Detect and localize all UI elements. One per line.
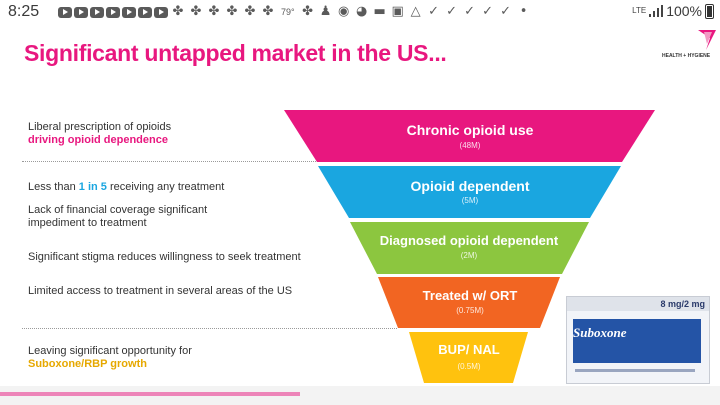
clock: 8:25 [8, 3, 40, 20]
funnel-tier-treated-ort [378, 277, 560, 328]
youtube-icon [90, 6, 104, 18]
box-footer-line [575, 369, 695, 372]
point-text: receiving any treatment [106, 181, 225, 193]
funnel-value: (5M) [461, 196, 479, 205]
youtube-icon [138, 6, 152, 18]
battery-percent: 100% [666, 3, 702, 19]
status-bar: 8:25 ✤ ✤ ✤ ✤ ✤ ✤ 79° ✤ ♟ ◉ ◕ ▬ ▣ △ ✓ ✓ ✓… [0, 0, 720, 26]
pinwheel-icon: ✤ [172, 4, 184, 19]
point-highlight: driving opioid dependence [28, 134, 168, 146]
system-indicators: LTE 100% [632, 3, 714, 19]
point-limited-access: Limited access to treatment in several a… [28, 285, 292, 298]
divider [22, 161, 362, 162]
suboxone-product-box: 8 mg/2 mg Suboxone [566, 296, 710, 384]
slide: Significant untapped market in the US...… [0, 26, 720, 405]
box-dose: 8 mg/2 mg [660, 299, 705, 309]
pinwheel-icon: ✤ [208, 4, 220, 19]
divider [22, 328, 397, 329]
funnel-label: Diagnosed opioid dependent [379, 233, 559, 248]
funnel-value: (0.5M) [457, 362, 481, 371]
point-text: Less than [28, 181, 79, 193]
check-icon: ✓ [428, 4, 440, 19]
signal-icon [649, 5, 664, 17]
point-treatment-rate: Less than 1 in 5 receiving any treatment [28, 181, 224, 194]
pinwheel-icon: ✤ [226, 4, 238, 19]
point-stigma: Significant stigma reduces willingness t… [28, 251, 301, 264]
youtube-icon [58, 6, 72, 18]
funnel-label: Opioid dependent [410, 178, 530, 194]
funnel-tier-chronic-use [284, 110, 655, 162]
point-financial-coverage: Lack of financial coverage significant i… [28, 204, 207, 230]
check-icon: ✓ [464, 4, 476, 19]
logo-swoosh-light-icon [704, 32, 712, 44]
lte-indicator: LTE [632, 6, 647, 15]
funnel-value: (2M) [460, 251, 478, 260]
funnel-label: Chronic opioid use [406, 122, 534, 138]
youtube-icon [122, 6, 136, 18]
funnel-label: BUP/ NAL [438, 342, 500, 357]
drive-icon: △ [410, 4, 421, 19]
box-brand: Suboxone [573, 325, 627, 340]
funnel-tier-diagnosed [350, 222, 589, 274]
image-icon: ▣ [391, 4, 404, 19]
check-icon: ✓ [446, 4, 458, 19]
point-text: Limited access to treatment in several a… [28, 285, 293, 297]
point-text: Liberal prescription of opioids [28, 121, 172, 133]
point-text: Lack of financial coverage significant [28, 204, 208, 216]
pinwheel-icon: ✤ [244, 4, 256, 19]
check-icon: ✓ [500, 4, 512, 19]
pinwheel-icon: ✤ [190, 4, 202, 19]
slide-footer-band [0, 386, 720, 405]
point-highlight: 1 in 5 [78, 181, 107, 193]
pinwheel-icon: ✤ [262, 4, 274, 19]
point-text: Significant stigma reduces willingness t… [28, 251, 301, 263]
logo-swoosh-icon [698, 30, 716, 50]
funnel-tier-opioid-dependent [318, 166, 621, 218]
messenger-icon: ◕ [355, 4, 368, 19]
slide-title: Significant untapped market in the US... [24, 40, 447, 66]
youtube-icon [154, 6, 168, 18]
funnel-tier-bup-nal [409, 332, 528, 383]
battery-icon [705, 3, 714, 19]
more-dot-icon: • [519, 4, 528, 19]
funnel-label: Treated w/ ORT [422, 288, 518, 303]
notification-icons: ✤ ✤ ✤ ✤ ✤ ✤ 79° ✤ ♟ ◉ ◕ ▬ ▣ △ ✓ ✓ ✓ ✓ ✓ … [58, 5, 532, 19]
funnel-value: (48M) [459, 141, 481, 150]
box-header-band [567, 297, 709, 311]
spotify-icon: ◉ [337, 4, 350, 19]
funnel-value: (0.75M) [456, 306, 484, 315]
company-logo [698, 30, 716, 50]
point-text: impediment to treatment [28, 217, 147, 229]
funnel-chart [284, 110, 655, 383]
point-text: Leaving significant opportunity for [28, 345, 192, 357]
pinwheel-icon: ✤ [302, 4, 314, 19]
check-icon: ✓ [482, 4, 494, 19]
youtube-icon [74, 6, 88, 18]
youtube-icon [106, 6, 120, 18]
point-liberal-prescription: Liberal prescription of opioids driving … [28, 121, 171, 147]
point-highlight: Suboxone/RBP growth [28, 358, 147, 370]
temperature: 79° [281, 7, 295, 17]
folder-icon: ▬ [373, 4, 386, 19]
logo-text: HEALTH + HYGIENE [662, 53, 711, 59]
slide-footer-accent [0, 392, 300, 396]
person-icon: ♟ [319, 4, 332, 19]
point-opportunity: Leaving significant opportunity for Subo… [28, 345, 192, 371]
box-label-panel [573, 319, 701, 363]
